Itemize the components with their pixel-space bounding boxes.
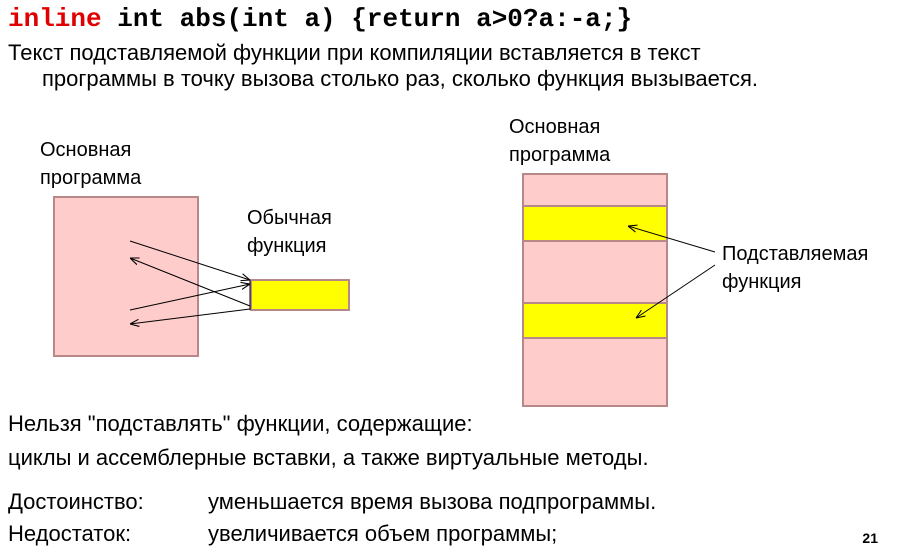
con-text: увеличивается объем программы; [208, 521, 558, 546]
inline-function-label: Подставляемая функция [722, 240, 868, 296]
ordinary-function-box [250, 279, 350, 311]
ordinary-function-label: Обычная функция [247, 204, 332, 260]
intro-rest: программы в точку вызова столько раз, ск… [42, 66, 758, 91]
code-rest: int abs(int a) {return a>0?a:-a;} [101, 4, 633, 34]
restriction-line-1: Нельзя "подставлять" функции, содержащие… [8, 411, 473, 436]
restriction-line-2: циклы и ассемблерные вставки, а также ви… [8, 445, 649, 470]
right-main-label-line1: Основная [509, 116, 601, 138]
con-label: Недостаток: [8, 521, 132, 546]
inline-function-label-line2: функция [722, 271, 802, 293]
pro-text: уменьшается время вызова подпрограммы. [208, 489, 657, 514]
code-keyword: inline [8, 4, 102, 34]
inline-function-label-line1: Подставляемая [722, 243, 869, 265]
inline-copy-2 [522, 302, 668, 339]
right-main-label: Основная программа [509, 113, 610, 169]
left-main-label-line2: программа [40, 167, 142, 189]
right-main-label-line2: программа [509, 144, 611, 166]
left-main-program-box [53, 196, 199, 357]
intro-paragraph: Текст подставляемой функции при компиляц… [8, 40, 888, 92]
ordinary-function-label-line2: функция [247, 235, 327, 257]
left-main-label: Основная программа [40, 136, 141, 192]
left-main-label-line1: Основная [40, 139, 132, 161]
ordinary-function-label-line1: Обычная [247, 207, 332, 229]
pro-label: Достоинство: [8, 489, 144, 514]
inline-copy-1 [522, 205, 668, 242]
intro-first-line: Текст подставляемой функции при компиляц… [8, 40, 701, 65]
page-number: 21 [862, 530, 878, 546]
code-line: inline int abs(int a) {return a>0?a:-a;} [8, 2, 632, 36]
